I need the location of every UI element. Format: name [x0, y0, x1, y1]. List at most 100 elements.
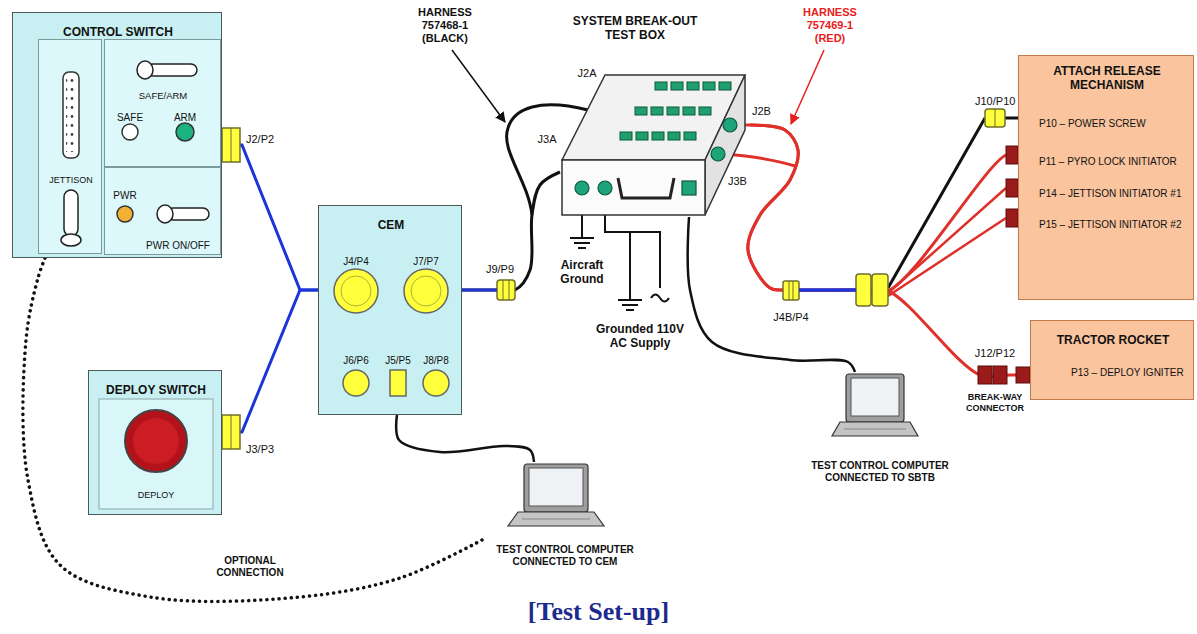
connector-note: BREAK-WAY CONNECTOR	[950, 392, 1040, 414]
breakout-switch	[652, 132, 664, 140]
breakout-switch	[684, 132, 696, 140]
tractor-rocket-box: TRACTOR ROCKET P13 – DEPLOY IGNITER	[1030, 320, 1194, 400]
cable-connector	[688, 217, 855, 372]
node-text: SAFE	[117, 112, 143, 124]
blue-cable	[799, 288, 856, 292]
text-slot: JETTISON	[39, 168, 103, 187]
node-text: PWR ON/OFF	[146, 240, 210, 252]
laptop-lid	[524, 464, 588, 512]
cable-connector	[462, 172, 560, 291]
deploy-button-cap	[133, 418, 179, 464]
connector-label: J12/P12	[975, 347, 1015, 360]
cable-connector	[748, 125, 1030, 377]
laptop-base	[832, 422, 918, 436]
node-title: TRACTOR ROCKET	[1057, 333, 1169, 347]
text-slot: PWR	[107, 184, 143, 203]
text-slot: J9/P9	[480, 258, 520, 277]
node-title: SYSTEM BREAK-OUT TEST BOX	[560, 14, 710, 43]
attach-release-mechanism-box: ATTACH RELEASE MECHANISM P10 – POWER SCRE…	[1018, 55, 1194, 300]
port-label: J3A	[538, 133, 557, 146]
cable-connector	[222, 290, 318, 432]
toggle-lever	[64, 190, 78, 236]
node-title: JETTISON	[49, 175, 93, 186]
text-slot: P14 – JETTISON INITIATOR #1	[1039, 182, 1189, 201]
blue-cable	[462, 289, 497, 292]
ground-label: Aircraft Ground	[542, 258, 622, 287]
breakout-port	[711, 147, 725, 161]
text-slot: CEM	[319, 214, 463, 233]
text-slot: P10 – POWER SCREW	[1039, 112, 1189, 131]
cem-receptacle	[343, 370, 369, 396]
node-text: J5/P5	[385, 355, 411, 367]
deploy-switch-box: DEPLOY SWITCHDEPLOY	[88, 370, 222, 515]
breakout-switch	[636, 132, 648, 140]
power-screw-wire	[888, 118, 1018, 288]
node-title: CEM	[378, 218, 405, 232]
safe-arm-panel: SAFE/ARMSAFEARM	[104, 39, 221, 167]
breakout-switch	[635, 107, 647, 115]
breakout-switch	[703, 82, 715, 90]
plug-seam	[231, 109, 995, 449]
cem-receptacle	[390, 370, 406, 396]
breakout-switch	[620, 132, 632, 140]
text-slot: HARNESS 757468-1 (BLACK)	[405, 6, 485, 47]
text-slot: SAFE/ARM	[123, 84, 203, 103]
text-slot: P11 – PYRO LOCK INITIATOR	[1039, 150, 1189, 169]
harness-strand	[725, 154, 795, 166]
node-title: DEPLOY SWITCH	[106, 383, 206, 397]
test-computer: TEST CONTROL COMPUTER CONNECTED TO CEM	[482, 462, 648, 571]
cem-art	[319, 206, 463, 416]
connector-label: J9/P9	[486, 263, 514, 276]
text-slot: SAFE	[110, 106, 150, 125]
breakout-switch	[667, 107, 679, 115]
initiator-wire	[888, 188, 1006, 296]
toggle-lever	[147, 64, 197, 76]
text-slot: J10/P10	[975, 90, 1015, 109]
yellow-plug	[872, 274, 888, 306]
laptop-base	[508, 512, 604, 526]
connector-label: J3/P3	[246, 443, 274, 456]
text-slot: P13 – DEPLOY IGNITER	[1071, 361, 1191, 380]
text-slot: BREAK-WAY CONNECTOR	[950, 392, 1040, 415]
box-front-face	[562, 160, 705, 215]
connector-label: J10/P10	[975, 95, 1015, 108]
node-text: J7/P7	[413, 256, 439, 268]
inner-panel	[99, 399, 213, 509]
safe-arm-art	[105, 40, 222, 168]
breakout-port	[575, 181, 589, 195]
breakout-switch	[651, 107, 663, 115]
text-slot: CONTROL SWITCH	[13, 21, 223, 40]
harness-callout: HARNESS 757468-1 (BLACK)	[405, 6, 485, 46]
breakout-box-shape	[560, 12, 750, 217]
breakout-switch	[699, 107, 711, 115]
cem-unit-box: CEMJ4/P4J7/P7J6/P6J5/P5J8/P8	[318, 205, 462, 415]
node-text: P14 – JETTISON INITIATOR #1	[1039, 188, 1181, 200]
red-plug	[1006, 209, 1018, 227]
text-slot: J3/P3	[246, 438, 286, 457]
figure-caption: [Test Set-up]	[528, 596, 669, 627]
cable-connector	[222, 145, 318, 290]
text-slot: J2/P2	[246, 128, 286, 147]
arm-lamp	[176, 123, 194, 141]
leader-arrow	[791, 50, 824, 124]
text-slot: J4/P4	[326, 250, 386, 269]
text-slot: ATTACH RELEASE MECHANISM	[1032, 64, 1182, 94]
text-slot: PWR ON/OFF	[135, 234, 221, 253]
laptop-keys	[844, 429, 906, 430]
laptop-lid	[846, 374, 904, 422]
text-slot: J8/P8	[411, 349, 461, 368]
yellow-plug	[856, 274, 871, 306]
node-text: J4/P4	[343, 256, 369, 268]
port-label: J3B	[728, 175, 747, 188]
text-slot: J12/P12	[972, 342, 1018, 361]
yellow-plug	[222, 109, 1005, 449]
breakout-switch	[719, 82, 731, 90]
text-slot: J4B/P4	[771, 306, 811, 325]
breakout-switch	[620, 82, 731, 140]
text-slot: [Test Set-up]	[0, 596, 1197, 627]
cem-receptacle	[334, 269, 378, 313]
red-plug	[1006, 179, 1018, 197]
